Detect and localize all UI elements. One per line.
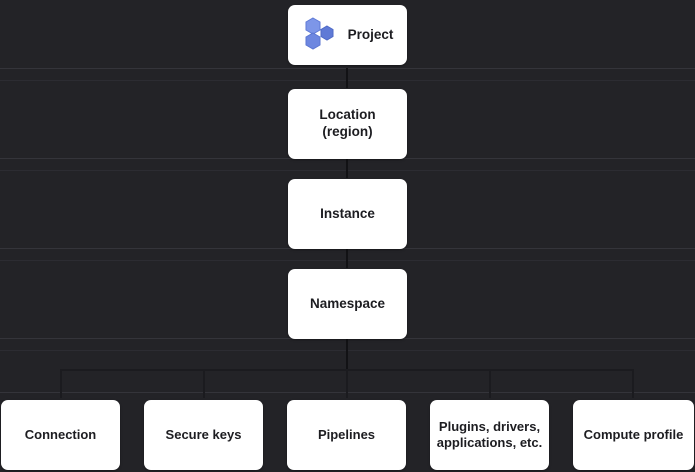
node-instance-label: Instance: [320, 205, 375, 221]
connector-bus-to-plugins: [489, 369, 491, 398]
node-pipelines-label: Pipelines: [317, 426, 376, 442]
node-compute-profile[interactable]: Compute profile: [573, 400, 694, 470]
node-connection[interactable]: Connection: [1, 400, 120, 470]
node-location-label: Location (region): [319, 107, 376, 139]
connector-branch-bus: [61, 369, 633, 371]
background-band-separator: [0, 170, 695, 171]
node-project-label: Project: [347, 26, 394, 42]
connector-instance-to-namespace: [346, 248, 348, 268]
background-band-separator: [0, 392, 695, 393]
connector-location-to-instance: [346, 158, 348, 178]
node-secure-keys[interactable]: Secure keys: [144, 400, 263, 470]
node-plugins[interactable]: Plugins, drivers, applications, etc.: [430, 400, 549, 470]
node-secure-keys-label: Secure keys: [165, 426, 242, 442]
node-compute-profile-label: Compute profile: [583, 426, 684, 442]
node-pipelines[interactable]: Pipelines: [287, 400, 406, 470]
background-band-separator: [0, 350, 695, 351]
node-instance[interactable]: Instance: [288, 179, 407, 249]
background-band-separator: [0, 80, 695, 81]
node-plugins-label: Plugins, drivers, applications, etc.: [436, 418, 543, 450]
connector-bus-to-pipelines: [346, 369, 348, 398]
connector-namespace-to-bus: [346, 338, 348, 370]
connector-bus-to-secure-keys: [203, 369, 205, 398]
node-project[interactable]: Project: [288, 5, 407, 65]
node-namespace[interactable]: Namespace: [288, 269, 407, 339]
node-location[interactable]: Location (region): [288, 89, 407, 159]
hexagon-cluster-icon: [302, 16, 336, 55]
background-band-separator: [0, 260, 695, 261]
connector-bus-to-connection: [60, 369, 62, 398]
background-band-separator: [0, 68, 695, 69]
node-namespace-label: Namespace: [309, 295, 386, 311]
node-connection-label: Connection: [24, 426, 97, 442]
connector-bus-to-compute-profile: [632, 369, 634, 398]
connector-project-to-location: [346, 68, 348, 88]
